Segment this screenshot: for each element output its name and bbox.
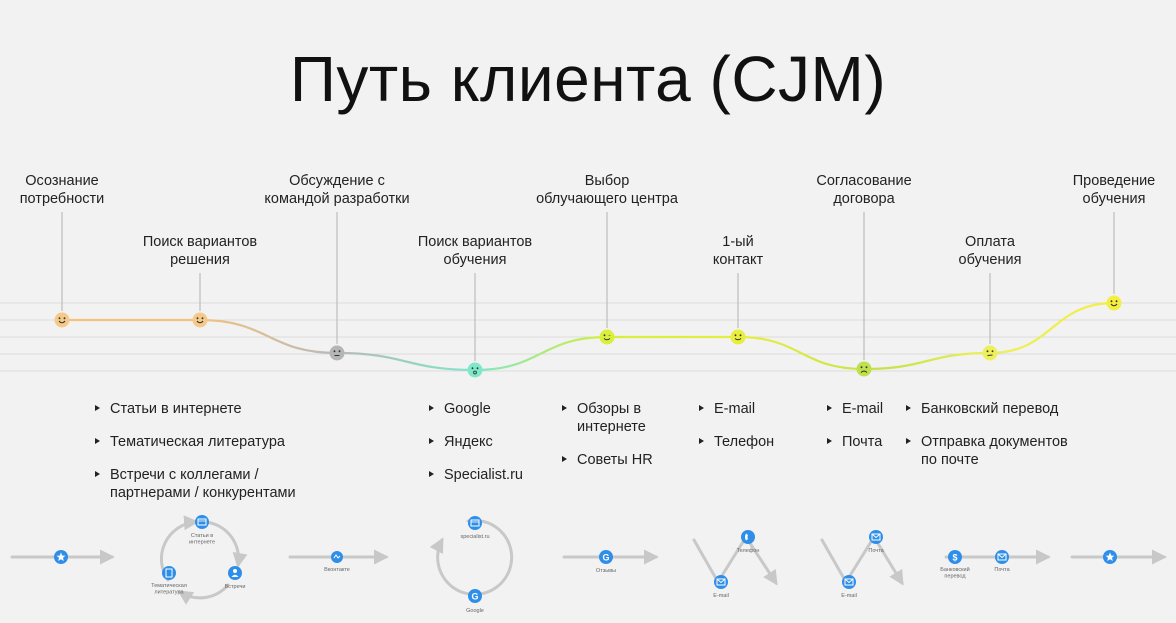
emotion-face-payment (982, 345, 998, 361)
touchpoint-item: Обзоры в интернете (561, 400, 691, 436)
star-icon (54, 550, 68, 564)
mini-label-reviews: Отзывы (596, 568, 616, 574)
mini-label-post: Почта (994, 567, 1010, 573)
svg-text:G: G (602, 553, 609, 563)
stage-label-search-solution: Поиск вариантов решения (142, 234, 258, 268)
stage-label-payment: Оплата обучения (958, 234, 1022, 268)
google-icon: G (468, 589, 482, 603)
browser-icon-2 (468, 516, 482, 530)
svg-text:$: $ (952, 553, 957, 563)
email-icon-2 (842, 575, 856, 589)
channel-zigzag-agreement (820, 534, 904, 586)
touchpoint-item: Яндекс (428, 433, 558, 451)
emotion-faces (54, 295, 1122, 378)
stage-label-awareness: Осознание потребности (19, 173, 105, 207)
touchpoint-item: Тематическая литература (94, 433, 334, 451)
google-icon-reviews: G (599, 550, 613, 564)
channel-zigzag-first-contact (692, 534, 778, 586)
mini-label-email1: E-mail (713, 593, 729, 599)
touchpoint-item: Статьи в интернете (94, 400, 334, 418)
stage-label-first-contact: 1-ый контакт (712, 234, 764, 268)
stage-label-search-training: Поиск вариантов обучения (417, 234, 533, 268)
emotion-face-agreement (856, 361, 872, 377)
stage-connectors (61, 212, 1115, 361)
dollar-icon: $ (948, 550, 962, 564)
touchpoint-item: Почта (826, 433, 906, 451)
touchpoint-item: Встречи с коллегами / партнерами / конку… (94, 466, 334, 502)
phone-icon (741, 530, 755, 544)
touchpoint-item: E-mail (698, 400, 808, 418)
person-icon (228, 566, 242, 580)
mini-label-google: Google (466, 608, 484, 614)
touchpoint-item: Отправка документов по почте (905, 433, 1105, 469)
star-icon-2 (1103, 550, 1117, 564)
emotion-face-choice (599, 329, 615, 345)
touchpoint-item: E-mail (826, 400, 906, 418)
emotion-face-discussion (329, 345, 345, 361)
mail-icon (869, 530, 883, 544)
stage-label-discussion: Обсуждение с командой разработки (264, 173, 410, 207)
emotion-face-search-training (467, 362, 483, 378)
stage-label-agreement: Согласование договора (816, 173, 912, 207)
stage-label-training: Проведение обучения (1072, 173, 1156, 207)
emotion-face-awareness (54, 312, 70, 328)
touchpoint-item: Советы HR (561, 451, 691, 469)
post-mail-icon (995, 550, 1009, 564)
vk-icon (331, 551, 343, 563)
mini-label-email2: E-mail (841, 593, 857, 599)
page-title: Путь клиента (CJM) (289, 43, 887, 115)
emotion-face-search-solution (192, 312, 208, 328)
book-icon (162, 566, 176, 580)
browser-icon (195, 515, 209, 529)
touchpoint-item: Банковский перевод (905, 400, 1105, 418)
emotion-face-training (1106, 295, 1122, 311)
touchpoint-item: Телефон (698, 433, 808, 451)
mini-label-mail: Почта (868, 548, 884, 554)
emotion-face-first-contact (730, 329, 746, 345)
mini-label-meetings: Встречи (225, 584, 246, 590)
touchpoint-item: Google (428, 400, 558, 418)
mini-label-specialist: specialist.ru (460, 534, 489, 540)
svg-text:G: G (471, 592, 478, 602)
email-icon (714, 575, 728, 589)
mini-label-vk: Вконтакте (324, 567, 350, 573)
mini-label-phone: Телефон (737, 548, 760, 554)
stage-label-choice: Выбор облучающего центра (536, 173, 678, 207)
channel-cycle-search-training (429, 518, 514, 596)
touchpoint-item: Specialist.ru (428, 466, 558, 484)
